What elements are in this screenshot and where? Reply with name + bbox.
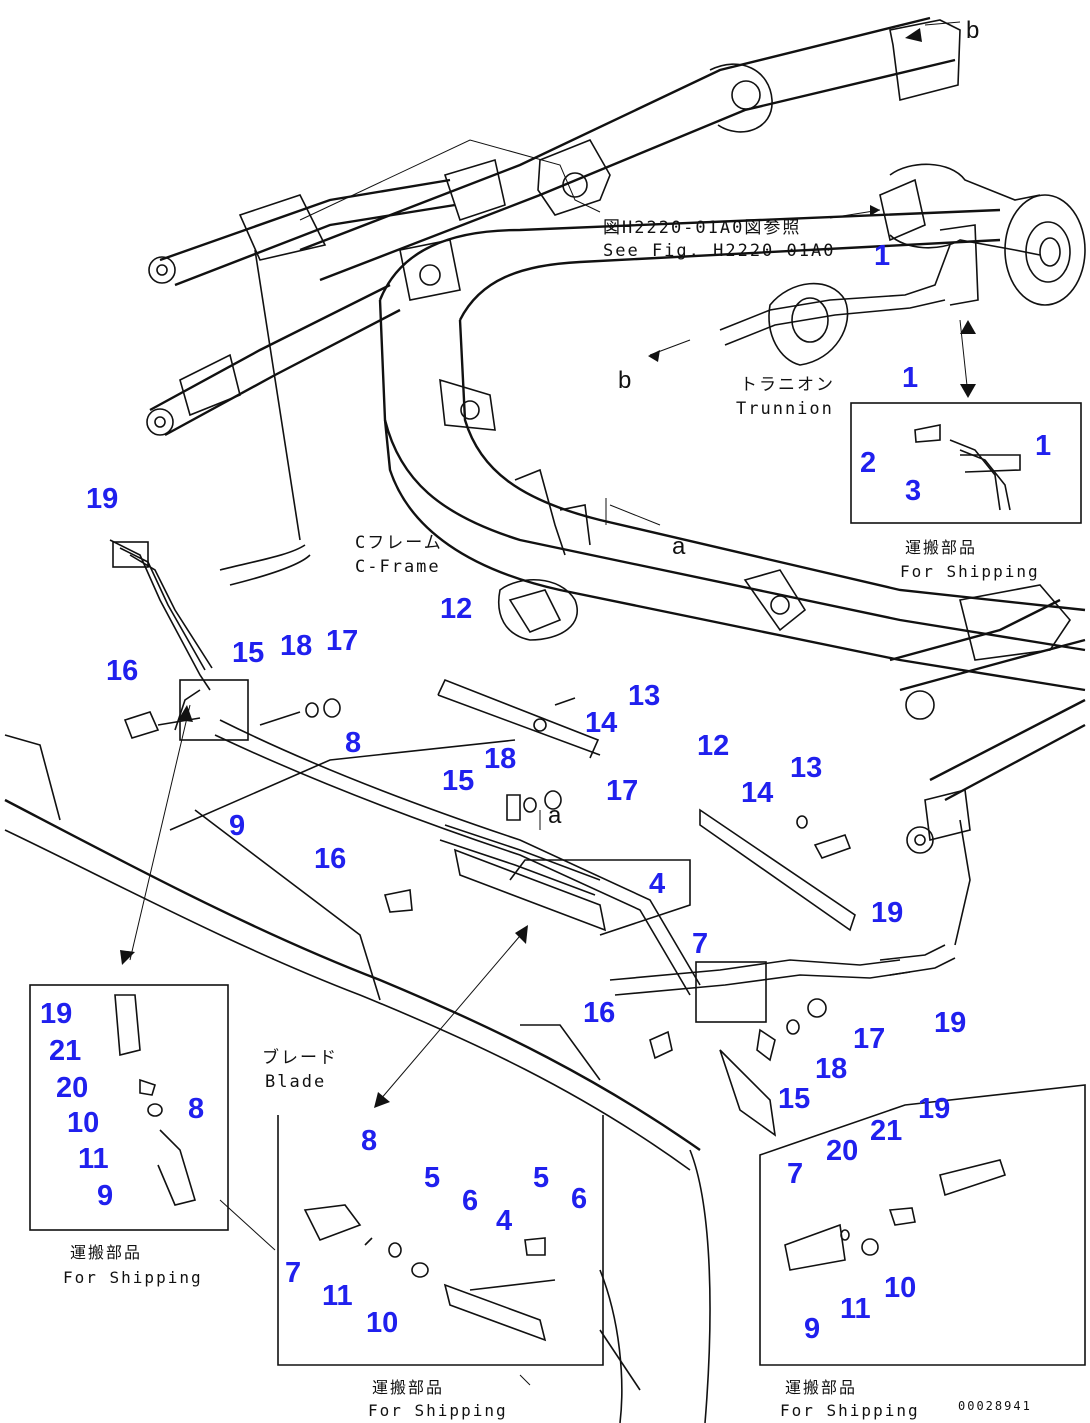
part-number-9: 9 xyxy=(229,810,245,842)
part-number-19: 19 xyxy=(40,998,72,1030)
caption-cframe-en: C-Frame xyxy=(355,557,441,577)
part-number-19: 19 xyxy=(871,897,903,929)
part-number-17: 17 xyxy=(326,625,358,657)
part-number-10: 10 xyxy=(366,1307,398,1339)
captions: 図H2220-01A0図参照 See Fig. H2220-01A0 トラニオン… xyxy=(63,218,1040,1420)
caption-ship1-en: For Shipping xyxy=(900,562,1040,581)
hose-lines xyxy=(109,249,971,996)
part-number-8: 8 xyxy=(188,1093,204,1125)
part-number-14: 14 xyxy=(585,707,617,739)
part-number-18: 18 xyxy=(484,743,516,775)
caption-ship4-en: For Shipping xyxy=(780,1401,920,1420)
lift-arm-drawing xyxy=(146,16,961,437)
hardware-drawings xyxy=(123,678,856,1062)
part-number-7: 7 xyxy=(692,928,708,960)
view-letter-a-mid: a xyxy=(548,802,562,829)
detail-box-center-shipping xyxy=(277,1115,604,1366)
part-number-labels: 1 1 1 2 3 19 16 15 18 17 12 13 14 8 9 18… xyxy=(40,240,1051,1345)
part-number-21: 21 xyxy=(49,1035,81,1067)
part-number-12: 12 xyxy=(697,730,729,762)
part-number-15: 15 xyxy=(442,765,474,797)
shipping-detail-sketches xyxy=(114,424,1021,1342)
detail-box-trunnion-shipping xyxy=(850,402,1082,524)
part-number-21: 21 xyxy=(870,1115,902,1147)
part-number-2: 2 xyxy=(860,447,876,479)
part-number-15: 15 xyxy=(778,1083,810,1115)
caption-ship3-jp: 運搬部品 xyxy=(372,1378,444,1397)
part-number-7: 7 xyxy=(787,1158,803,1190)
part-number-20: 20 xyxy=(56,1072,88,1104)
c-frame-drawing xyxy=(378,208,1086,854)
callout-box-center-fitting xyxy=(509,859,691,936)
callout-box-hose-19 xyxy=(112,541,149,568)
detail-box-right-shipping xyxy=(759,1084,1086,1366)
part-number-6: 6 xyxy=(462,1185,478,1217)
view-letter-a-right: a xyxy=(672,533,686,560)
part-number-18: 18 xyxy=(280,630,312,662)
part-number-1: 1 xyxy=(1035,430,1051,462)
part-number-5: 5 xyxy=(533,1162,549,1194)
blade-drawing xyxy=(4,734,777,1423)
caption-ship2-en: For Shipping xyxy=(63,1268,203,1287)
part-number-5: 5 xyxy=(424,1162,440,1194)
part-number-13: 13 xyxy=(790,752,822,784)
caption-blade-jp: ブレード xyxy=(262,1047,338,1068)
part-number-18: 18 xyxy=(815,1053,847,1085)
part-number-11: 11 xyxy=(322,1280,353,1312)
part-number-19: 19 xyxy=(934,1007,966,1039)
part-number-19: 19 xyxy=(918,1093,950,1125)
part-number-8: 8 xyxy=(345,727,361,759)
part-number-19: 19 xyxy=(86,483,118,515)
trunnion-drawing xyxy=(719,163,1086,366)
callout-box-right-fitting xyxy=(695,961,767,1023)
part-number-14: 14 xyxy=(741,777,773,809)
part-number-4: 4 xyxy=(496,1205,512,1237)
part-number-16: 16 xyxy=(106,655,138,687)
caption-ship3-en: For Shipping xyxy=(368,1401,508,1420)
part-number-16: 16 xyxy=(583,997,615,1029)
caption-blade-en: Blade xyxy=(265,1072,326,1092)
part-number-1: 1 xyxy=(874,240,890,272)
caption-cframe-jp: Cフレーム xyxy=(355,533,443,553)
part-number-13: 13 xyxy=(628,680,660,712)
callout-box-left-fitting xyxy=(179,679,249,741)
part-number-11: 11 xyxy=(78,1143,109,1175)
view-letters: b b a a xyxy=(548,17,979,829)
part-number-7: 7 xyxy=(285,1257,301,1289)
part-number-10: 10 xyxy=(67,1107,99,1139)
caption-trunnion-jp: トラニオン xyxy=(740,375,835,395)
caption-ship1-jp: 運搬部品 xyxy=(905,538,977,557)
part-number-9: 9 xyxy=(97,1180,113,1212)
part-number-16: 16 xyxy=(314,843,346,875)
part-number-17: 17 xyxy=(853,1023,885,1055)
part-number-1: 1 xyxy=(902,362,918,394)
caption-see-fig-en: See Fig. H2220-01A0 xyxy=(603,241,835,261)
caption-trunnion-en: Trunnion xyxy=(736,399,834,419)
view-letter-b-top: b xyxy=(966,17,979,44)
part-number-15: 15 xyxy=(232,637,264,669)
part-number-12: 12 xyxy=(440,593,472,625)
part-number-11: 11 xyxy=(840,1293,871,1325)
part-number-9: 9 xyxy=(804,1313,820,1345)
part-number-20: 20 xyxy=(826,1135,858,1167)
part-number-17: 17 xyxy=(606,775,638,807)
caption-see-fig-jp: 図H2220-01A0図参照 xyxy=(603,218,801,238)
part-number-4: 4 xyxy=(649,868,665,900)
caption-ship4-jp: 運搬部品 xyxy=(785,1378,857,1397)
caption-ship2-jp: 運搬部品 xyxy=(70,1243,142,1262)
part-number-6: 6 xyxy=(571,1183,587,1215)
view-letter-b-left: b xyxy=(618,367,631,394)
part-number-10: 10 xyxy=(884,1272,916,1304)
leader-lines xyxy=(120,21,976,1386)
part-number-3: 3 xyxy=(905,475,921,507)
drawing-code: 00028941 xyxy=(958,1399,1032,1413)
part-number-8: 8 xyxy=(361,1125,377,1157)
detail-box-left-shipping xyxy=(29,984,229,1231)
